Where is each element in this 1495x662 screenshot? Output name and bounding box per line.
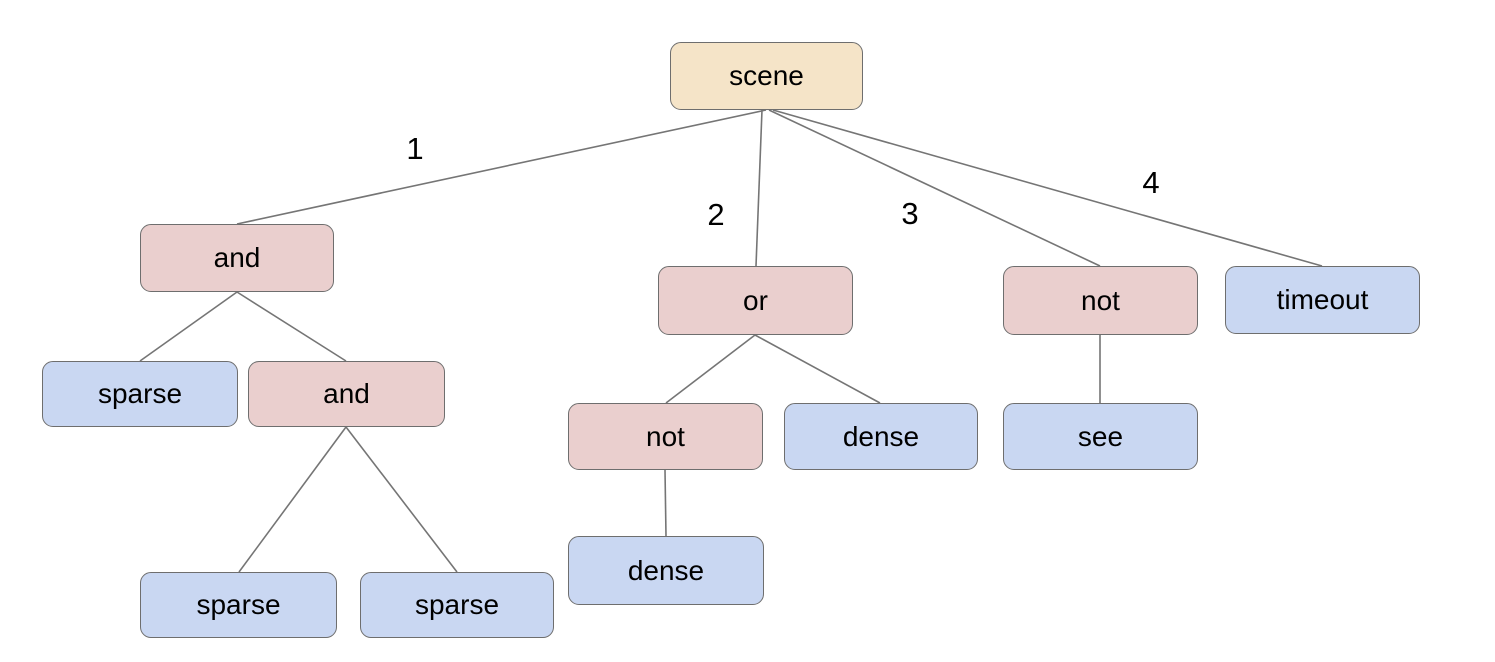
- edge-scene-and: [236, 109, 767, 225]
- node-timeout: timeout: [1225, 266, 1420, 334]
- node-not-1: not: [1003, 266, 1198, 335]
- edge-label-2: 2: [707, 197, 725, 232]
- node-and-2: and: [248, 361, 445, 427]
- edge-label-1: 1: [406, 131, 424, 166]
- edge-and-and: [236, 291, 347, 362]
- node-see: see: [1003, 403, 1198, 470]
- edge-label-4: 4: [1142, 165, 1160, 200]
- edge-scene-timeout: [772, 109, 1323, 267]
- edge-or-dense: [754, 334, 881, 404]
- node-dense-2: dense: [568, 536, 764, 605]
- edge-and-sparse: [139, 291, 238, 362]
- node-not-2: not: [568, 403, 763, 470]
- edge-and2-sparse3: [345, 426, 458, 573]
- node-and-1: and: [140, 224, 334, 292]
- node-sparse-2: sparse: [140, 572, 337, 638]
- node-scene: scene: [670, 42, 863, 110]
- edge-not2-dense2: [664, 469, 667, 537]
- edge-label-3: 3: [901, 196, 919, 231]
- node-sparse-1: sparse: [42, 361, 238, 427]
- edge-scene-or: [755, 109, 763, 267]
- edge-scene-not: [768, 109, 1101, 267]
- node-or: or: [658, 266, 853, 335]
- node-sparse-3: sparse: [360, 572, 554, 638]
- edge-or-not: [665, 334, 756, 404]
- edge-and2-sparse2: [238, 426, 347, 573]
- node-dense-1: dense: [784, 403, 978, 470]
